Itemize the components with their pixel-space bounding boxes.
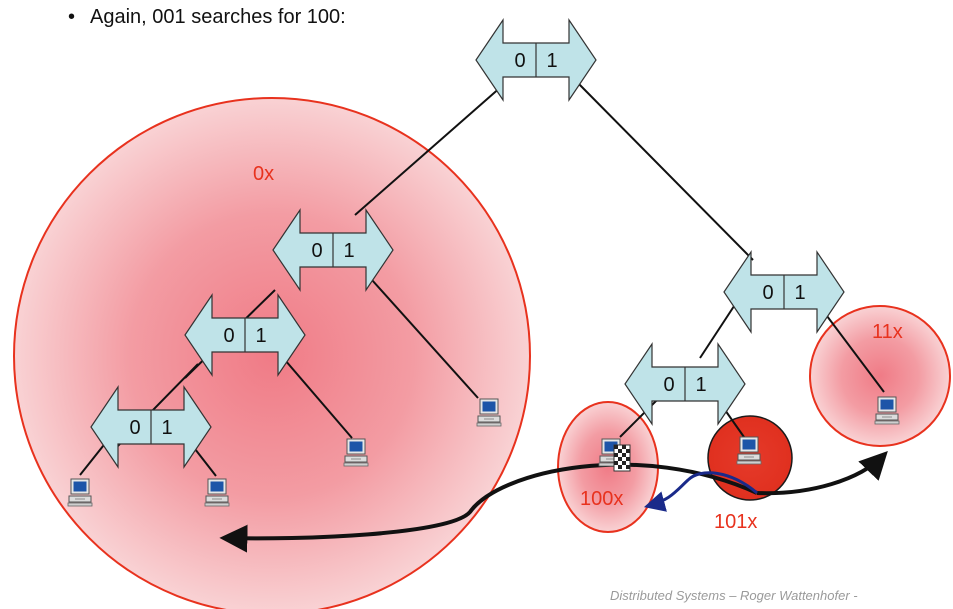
region-0x xyxy=(13,97,531,609)
computer-icon xyxy=(204,478,230,507)
route-arrow-black-left xyxy=(219,462,758,553)
node-label-left: 0 xyxy=(514,50,525,72)
computer-icon xyxy=(343,438,369,467)
node-label-right: 1 xyxy=(695,374,706,396)
footer: Distributed Systems – Roger Wattenhofer … xyxy=(610,588,858,603)
region-label-101x: 101x xyxy=(714,511,757,533)
node-label-left: 0 xyxy=(311,240,322,262)
node-label-right: 1 xyxy=(255,325,266,347)
node-label-left: 0 xyxy=(129,417,140,439)
computer-icon xyxy=(67,478,93,507)
node-label-left: 0 xyxy=(762,282,773,304)
node-label-left: 0 xyxy=(223,325,234,347)
node-label-right: 1 xyxy=(161,417,172,439)
bullet-text: Again, 001 searches for 100: xyxy=(90,6,346,28)
node-label-right: 1 xyxy=(343,240,354,262)
region-label-0x: 0x xyxy=(253,163,274,185)
region-label-11x: 11x xyxy=(872,321,903,343)
route-arrow-black-right xyxy=(756,450,888,496)
node-label-right: 1 xyxy=(546,50,557,72)
route-arrow-blue xyxy=(643,471,758,512)
region-label-100x: 100x xyxy=(580,488,623,510)
bullet-line: • Again, 001 searches for 100: xyxy=(68,6,346,29)
checkered-flag-icon xyxy=(613,444,631,472)
node-label-left: 0 xyxy=(663,374,674,396)
bullet-marker: • xyxy=(68,6,76,28)
computer-icon xyxy=(736,436,762,465)
node-label-right: 1 xyxy=(794,282,805,304)
computer-icon xyxy=(476,398,502,427)
computer-icon xyxy=(874,396,900,425)
